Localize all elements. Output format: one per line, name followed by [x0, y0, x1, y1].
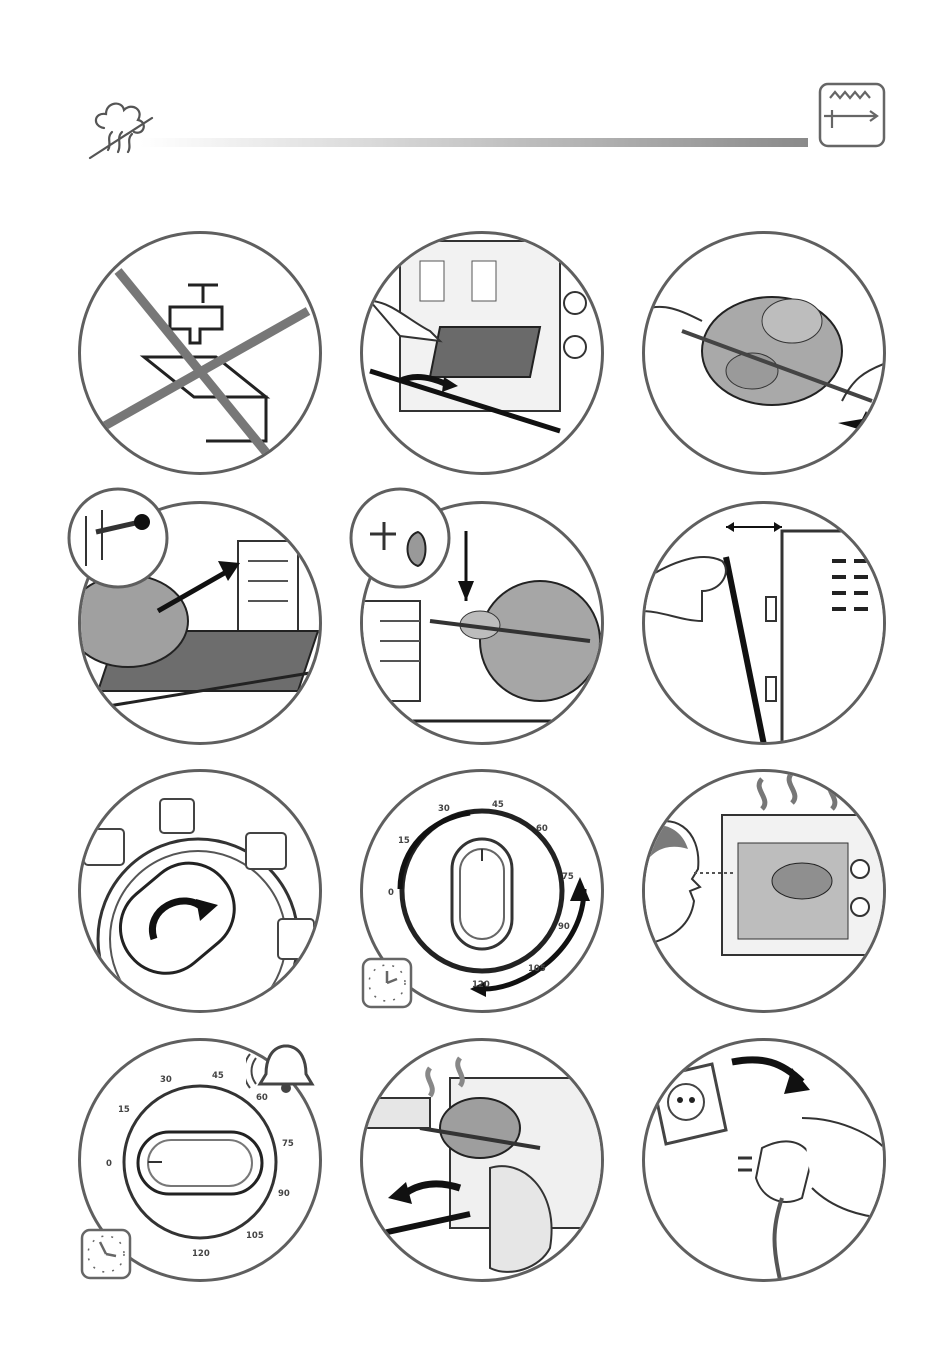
step-5-detail-icon [348, 486, 452, 590]
steam-crossed-icon [82, 92, 162, 164]
close-door-icon [642, 501, 886, 745]
skewer-chicken-icon [642, 231, 886, 475]
step-1-panel [78, 231, 322, 475]
remove-chicken-icon [360, 1038, 604, 1282]
step-12-panel [642, 1038, 886, 1282]
unplug-icon [642, 1038, 886, 1282]
dial-mark-15: 15 [398, 836, 410, 846]
dial-mark-60: 60 [536, 824, 548, 834]
dial2-mark-45: 45 [212, 1071, 224, 1081]
rotisserie-mode-icon [818, 82, 886, 148]
step-11-panel [360, 1038, 604, 1282]
dial-mark-120: 120 [472, 980, 490, 990]
no-water-icon [78, 231, 322, 475]
dial2-mark-120: 120 [192, 1249, 210, 1259]
clock-icon-2 [80, 1228, 132, 1280]
dial2-mark-15: 15 [118, 1105, 130, 1115]
dial-mark-45: 45 [492, 800, 504, 810]
dial-mark-105: 105 [528, 964, 546, 974]
dial2-mark-30: 30 [160, 1075, 172, 1085]
step-3-panel [642, 231, 886, 475]
dial2-mark-105: 105 [246, 1231, 264, 1241]
dial2-mark-90: 90 [278, 1189, 290, 1199]
bell-icon [246, 1036, 326, 1098]
dial-mark-75: 75 [562, 872, 574, 882]
step-4-detail-icon [66, 486, 170, 590]
dial-mark-0: 0 [388, 888, 394, 898]
step-7-panel [78, 769, 322, 1013]
step-9-panel [642, 769, 886, 1013]
header-bar [140, 138, 808, 147]
clock-icon [361, 957, 413, 1009]
dial-mark-30: 30 [438, 804, 450, 814]
step-6-panel [642, 501, 886, 745]
step-2-panel [360, 231, 604, 475]
select-mode-icon [78, 769, 322, 1013]
dial2-mark-75: 75 [282, 1139, 294, 1149]
insert-tray-icon [360, 231, 604, 475]
watch-cooking-icon [642, 769, 886, 1013]
dial2-mark-0: 0 [106, 1159, 112, 1169]
dial-mark-90: 90 [558, 922, 570, 932]
